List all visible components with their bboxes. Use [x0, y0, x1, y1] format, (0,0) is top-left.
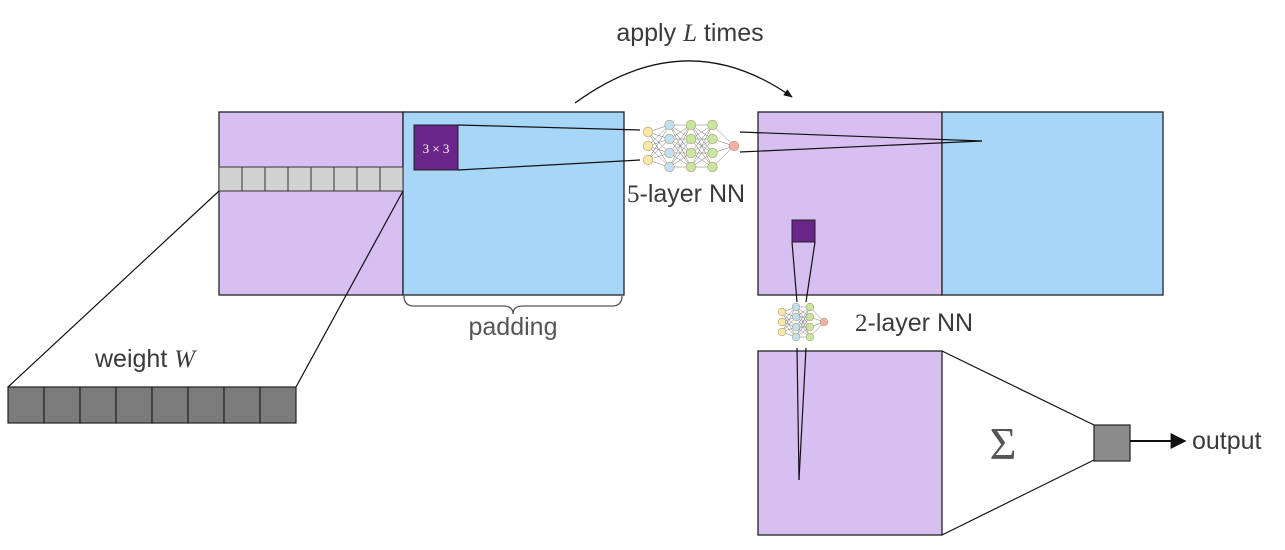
padding-label: padding — [469, 313, 558, 341]
two-layer-nn-num: 2 — [855, 310, 868, 337]
five-layer-nn-num: 5 — [627, 181, 640, 208]
weight-cell — [187, 386, 225, 424]
output-grid-blue-region — [941, 111, 1164, 296]
sum-funnel-line-bottom — [941, 459, 1095, 536]
row-strip-cell — [333, 166, 358, 192]
nn-edge — [690, 124, 713, 168]
nn-node — [707, 147, 718, 159]
nn-edge — [690, 124, 713, 154]
weight-cell — [43, 386, 81, 424]
kernel-label: 3 × 3 — [423, 141, 450, 156]
input-grid: 3 × 3 — [218, 111, 625, 296]
nn-node — [685, 147, 697, 159]
weight-cell — [151, 386, 189, 424]
nn-edge — [690, 138, 713, 168]
apply-label-prefix: apply — [616, 19, 683, 47]
kernel-to-nn-line-top — [457, 124, 641, 131]
output-grid — [757, 111, 1164, 296]
nn-to-aggregation-line-right — [798, 347, 807, 481]
output-grid-purple-region — [757, 111, 943, 296]
nn-node — [642, 154, 654, 166]
sum-funnel-line-top — [941, 350, 1095, 426]
row-strip-cell — [264, 166, 289, 192]
nn-edge — [781, 306, 797, 333]
row-strip-cell — [356, 166, 381, 192]
nn-node — [685, 133, 697, 145]
row-strip-cell — [379, 166, 404, 192]
two-layer-nn-text: -layer NN — [868, 309, 974, 337]
five-layer-nn-label: 5-layer NN — [627, 180, 745, 208]
nn-to-grid-line-bottom — [739, 140, 983, 153]
nn-node — [642, 140, 654, 152]
nn-node — [707, 119, 718, 131]
nn-node — [664, 119, 675, 131]
nn-node — [777, 307, 787, 317]
nn-edge — [795, 306, 811, 338]
sum-icon: Σ — [990, 418, 1017, 469]
nn-edge — [669, 124, 692, 168]
nn-node — [664, 147, 675, 159]
nn-node — [664, 133, 675, 145]
nn-node — [819, 317, 829, 327]
nn-node — [805, 332, 815, 342]
weight-label-var: W — [174, 346, 197, 373]
padding-brace — [403, 295, 623, 315]
apply-label: apply L times — [616, 19, 763, 47]
weight-projection-line-right — [295, 190, 404, 388]
nn-to-grid-line-top — [739, 131, 983, 142]
nn-node — [791, 312, 801, 322]
weight-label-prefix: weight — [94, 345, 174, 373]
cell-to-nn-line-left — [791, 241, 798, 303]
weight-vector — [7, 386, 297, 424]
weight-projection-line-left — [7, 190, 220, 388]
five-layer-nn-text: -layer NN — [640, 180, 746, 208]
nn-node — [791, 322, 801, 332]
nn-node — [791, 332, 801, 342]
nn-node — [791, 302, 801, 312]
nn-node — [707, 161, 718, 173]
nn-edge — [669, 124, 692, 154]
weight-label: weight W — [94, 345, 197, 373]
apply-arrow-icon — [574, 60, 793, 104]
nn-node — [805, 322, 815, 332]
apply-label-suffix: times — [697, 19, 764, 47]
nn-edge — [647, 124, 670, 161]
nn-edge — [669, 138, 692, 168]
selected-cell — [791, 219, 816, 243]
row-strip — [218, 166, 404, 192]
neural-network-icon-5-layer — [642, 119, 740, 173]
weight-cell — [259, 386, 297, 424]
kernel-to-nn-line-bottom — [457, 159, 641, 171]
nn-node — [685, 161, 697, 173]
row-strip-cell — [287, 166, 312, 192]
nn-node — [777, 327, 787, 337]
nn-node — [777, 317, 787, 327]
nn-to-aggregation-line-left — [796, 347, 800, 481]
two-layer-nn-label: 2-layer NN — [855, 309, 973, 337]
weight-cell — [7, 386, 45, 424]
input-grid-purple-region — [218, 111, 404, 296]
nn-node — [707, 133, 718, 145]
apply-label-var: L — [682, 20, 697, 47]
cell-to-nn-line-right — [805, 241, 816, 303]
nn-node — [805, 312, 815, 322]
nn-node — [685, 119, 697, 131]
row-strip-cell — [218, 166, 243, 192]
aggregation-grid — [757, 350, 943, 536]
weight-cell — [115, 386, 153, 424]
nn-node — [642, 126, 654, 138]
kernel-box — [413, 124, 459, 171]
weight-cell — [79, 386, 117, 424]
output-label: output — [1192, 427, 1262, 455]
neural-network-icon-2-layer — [777, 302, 829, 342]
row-strip-cell — [310, 166, 335, 192]
nn-node — [664, 161, 675, 173]
row-strip-cell — [241, 166, 266, 192]
output-cell — [1093, 424, 1131, 462]
nn-node — [805, 302, 815, 312]
nn-node — [728, 140, 740, 152]
weight-cell — [223, 386, 261, 424]
